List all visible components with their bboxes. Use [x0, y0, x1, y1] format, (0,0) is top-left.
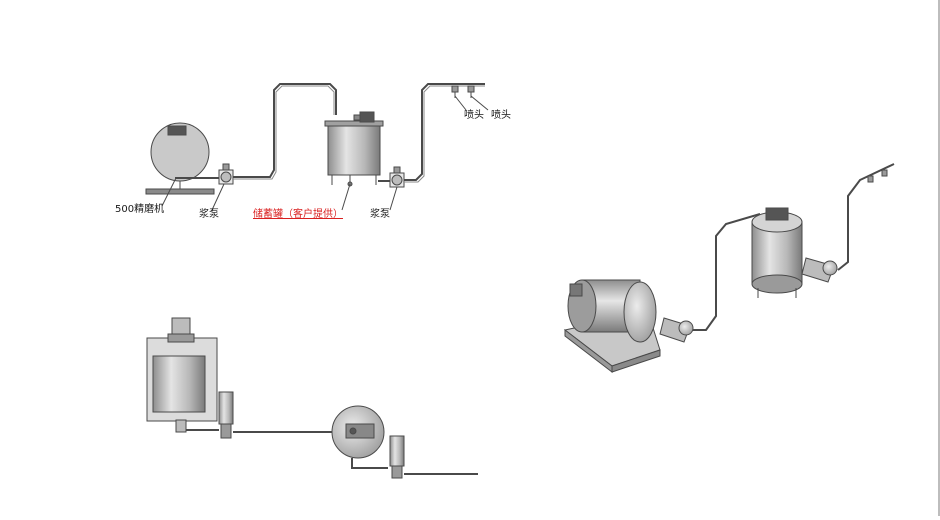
leader-grinder [161, 177, 177, 207]
pump-front-left [218, 163, 234, 185]
pump-iso-left [659, 317, 694, 343]
leader-pump-right [389, 186, 398, 211]
page-edge [938, 0, 940, 516]
pump-top-left [218, 391, 234, 439]
label-pump-left: 浆泵 [199, 209, 219, 220]
grinder-front [145, 122, 222, 195]
leader-tank [341, 183, 351, 211]
pump-top-right [389, 435, 405, 479]
iso-view [563, 163, 895, 374]
label-nozzle-2: 喷头 [491, 110, 511, 121]
label-nozzle-1: 喷头 [464, 110, 484, 121]
storage-tank-iso [751, 207, 803, 298]
leader-pump-left [211, 183, 225, 211]
grinder-iso [563, 279, 661, 374]
storage-tank-front [324, 111, 384, 187]
nozzle-front-2 [467, 85, 475, 98]
nozzle-iso-2 [881, 169, 888, 177]
pipe-top-3 [351, 458, 388, 469]
top-view [146, 317, 478, 479]
leader-nozzle-1 [454, 95, 467, 111]
pipe-iso-1 [693, 213, 761, 331]
storage-tank-top [331, 405, 385, 459]
label-storage-tank: 储蓄罐（客户提供） [253, 209, 343, 220]
front-view [145, 83, 489, 211]
label-grinder: 500精磨机 [115, 204, 165, 215]
nozzle-front-1 [451, 85, 459, 98]
leader-nozzle-2 [470, 95, 489, 111]
pipe-front-1 [233, 83, 337, 178]
pump-iso-right [801, 257, 838, 283]
pipe-iso-2 [837, 163, 895, 271]
pump-front-right [389, 166, 405, 188]
nozzle-iso-1 [867, 175, 874, 183]
grinder-top [146, 317, 218, 433]
pipe-front-3 [404, 83, 485, 181]
label-pump-right: 浆泵 [370, 209, 390, 220]
